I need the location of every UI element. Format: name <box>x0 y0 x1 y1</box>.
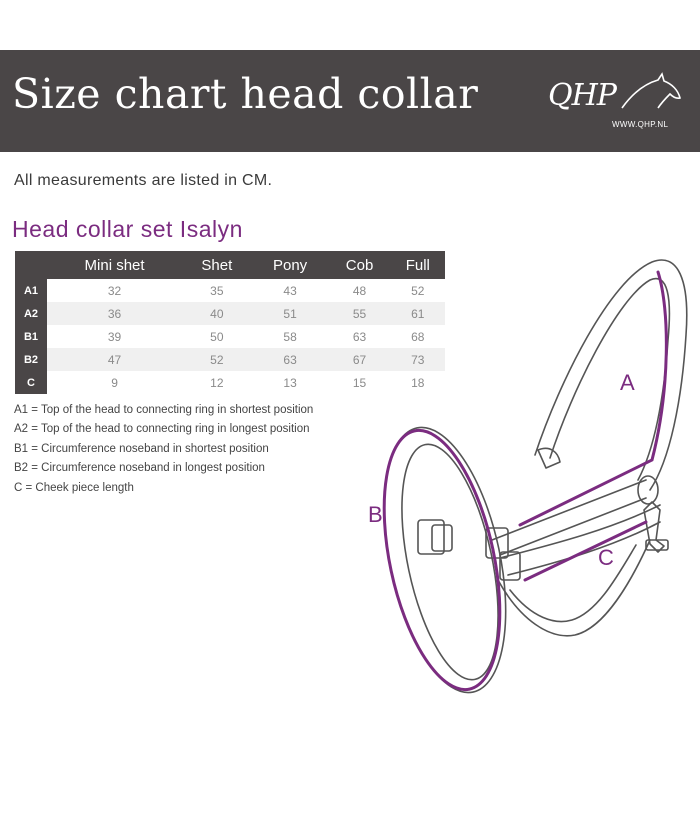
table-corner <box>15 251 47 279</box>
table-row: B1 39 50 58 63 68 <box>15 325 445 348</box>
measurement-legend: A1 = Top of the head to connecting ring … <box>14 401 313 498</box>
table-cell: 35 <box>210 283 224 298</box>
column-header: Cob <box>328 251 391 279</box>
table-cell: 58 <box>283 329 297 344</box>
table-cell: 36 <box>47 302 183 325</box>
upper-cheek-strap-inner <box>499 497 647 556</box>
table-cell: 63 <box>251 348 329 371</box>
legend-item: B1 = Circumference noseband in shortest … <box>14 442 269 455</box>
header-banner: Size chart head collar QHP WWW.QHP.NL <box>0 50 700 152</box>
table-cell: 39 <box>107 329 122 344</box>
horse-head-icon <box>621 72 681 109</box>
label-b: B <box>368 502 383 527</box>
upper-cheek-strap <box>491 479 647 541</box>
noseband-inner <box>401 443 499 681</box>
page-title: Size chart head collar <box>12 70 479 118</box>
row-label: A1 <box>15 279 47 302</box>
section-title: Head collar set Isalyn <box>12 216 243 242</box>
table-cell: 51 <box>251 302 329 325</box>
lower-cheek-strap-inner <box>507 521 661 576</box>
head-collar-illustration <box>382 259 688 694</box>
table-cell: 61 <box>390 302 445 325</box>
column-header: Shet <box>182 251 252 279</box>
size-table: Mini shet Shet Pony Cob Full A1 32 35 43… <box>15 251 445 394</box>
buckle-icon <box>499 551 521 581</box>
clip-icon <box>643 501 665 553</box>
table-cell: 9 <box>111 375 118 390</box>
lower-cheek-strap <box>499 504 661 559</box>
buckle-icon <box>485 527 509 559</box>
measure-line-c <box>523 520 648 582</box>
chin-strap <box>497 539 651 637</box>
table-cell: 47 <box>47 348 183 371</box>
table-header-row: Mini shet Shet Pony Cob Full <box>15 251 445 279</box>
column-header: Full <box>390 251 445 279</box>
table-cell: 32 <box>107 283 122 298</box>
buckle-icon <box>417 519 445 555</box>
buckle-icon <box>431 524 453 552</box>
table-cell: 68 <box>411 329 425 344</box>
measure-line-a <box>518 270 668 527</box>
label-c: C <box>598 545 614 570</box>
table-row: C 9 12 13 15 18 <box>15 371 445 394</box>
legend-item: A1 = Top of the head to connecting ring … <box>14 404 314 416</box>
crown-strap-inner <box>549 277 671 481</box>
label-a: A <box>620 370 635 395</box>
table-cell: 67 <box>328 348 391 371</box>
measurement-note: All measurements are listed in CM. <box>14 172 273 189</box>
row-label: A2 <box>15 302 47 325</box>
table-row: B2 47 52 63 67 73 <box>15 348 445 371</box>
table-cell: 52 <box>411 283 425 298</box>
chin-strap-inner <box>509 544 637 623</box>
table-row: A1 32 35 43 48 52 <box>15 279 445 302</box>
table-row: A2 36 40 51 55 61 <box>15 302 445 325</box>
crown-strap-outline <box>534 259 688 491</box>
column-header: Pony <box>251 251 329 279</box>
table-cell: 63 <box>352 329 367 344</box>
table-cell: 48 <box>352 283 367 298</box>
table-cell: 13 <box>283 375 297 390</box>
legend-item: A2 = Top of the head to connecting ring … <box>14 423 310 436</box>
table-cell: 73 <box>390 348 445 371</box>
logo-text: QHP <box>548 78 617 113</box>
legend-item: C = Cheek piece length <box>14 481 134 494</box>
row-label: C <box>15 371 47 394</box>
row-label: B2 <box>15 348 47 371</box>
qhp-logo: QHP WWW.QHP.NL <box>548 72 688 132</box>
table-cell: 18 <box>411 375 425 390</box>
ring-icon <box>637 475 659 505</box>
table-cell: 40 <box>182 302 252 325</box>
table-cell: 43 <box>283 283 297 298</box>
row-label: B1 <box>15 325 47 348</box>
measure-line-b <box>382 428 502 692</box>
head-collar-diagram: A B C <box>360 240 700 700</box>
table-cell: 55 <box>328 302 391 325</box>
legend-item: B2 = Circumference noseband in longest p… <box>14 462 265 475</box>
logo-url: WWW.QHP.NL <box>612 120 669 129</box>
strap-keeper <box>537 447 561 469</box>
table-cell: 52 <box>182 348 252 371</box>
clip-base <box>645 539 669 551</box>
column-header: Mini shet <box>47 251 183 279</box>
table-cell: 12 <box>210 375 224 390</box>
table-cell: 50 <box>210 329 224 344</box>
table-cell: 15 <box>352 375 367 390</box>
